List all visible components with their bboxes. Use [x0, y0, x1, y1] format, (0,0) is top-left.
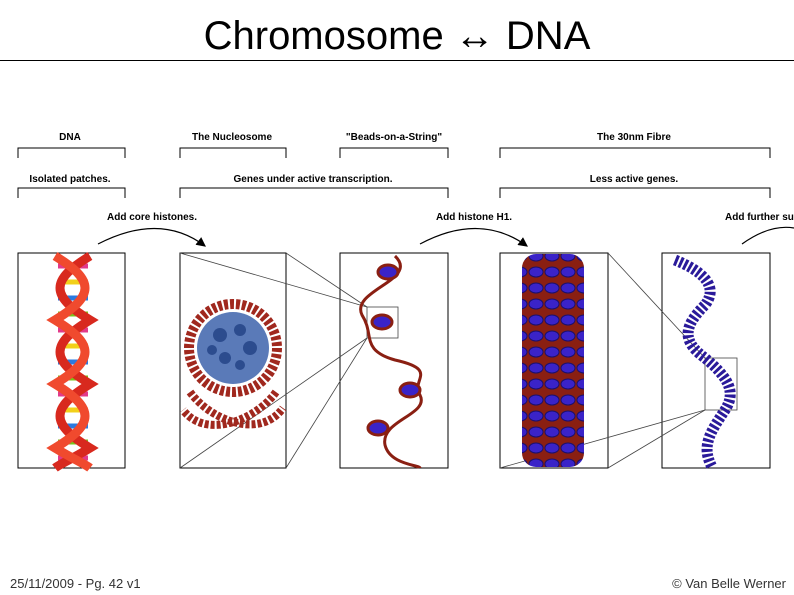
title-divider	[0, 60, 794, 61]
step-label-core-histones: Add core histones.	[107, 212, 197, 223]
stage-brackets	[17, 147, 771, 158]
fibre-30nm	[522, 254, 584, 467]
step-arrow-2	[419, 227, 528, 247]
stage-label-beads: "Beads-on-a-String"	[346, 132, 442, 143]
chromatin-diagram: DNA The Nucleosome "Beads-on-a-String" T…	[17, 132, 794, 472]
dna-helix	[46, 252, 99, 472]
nucleosome	[179, 299, 287, 429]
beads-on-string	[359, 254, 423, 470]
footer-date: 25/11/2009 - Pg. 42 v1	[10, 576, 141, 591]
slide-title: Chromosome ↔ DNA	[203, 14, 591, 58]
activity-label-active: Genes under active transcription.	[234, 174, 393, 185]
activity-brackets	[17, 187, 771, 198]
activity-label-isolated: Isolated patches.	[29, 174, 110, 185]
step-label-further: Add further su	[725, 212, 794, 223]
activity-label-less-active: Less active genes.	[590, 174, 679, 185]
stage-label-30nm: The 30nm Fibre	[597, 132, 671, 143]
stage-label-nucleosome: The Nucleosome	[192, 132, 272, 143]
step-arrow-3	[741, 226, 794, 245]
stage-label-dna: DNA	[59, 132, 81, 143]
further-fibre	[672, 254, 736, 470]
step-arrow-1	[97, 227, 206, 247]
footer-copyright: © Van Belle Werner	[672, 576, 786, 591]
step-label-histone-h1: Add histone H1.	[436, 212, 512, 223]
panel-further	[661, 252, 771, 469]
